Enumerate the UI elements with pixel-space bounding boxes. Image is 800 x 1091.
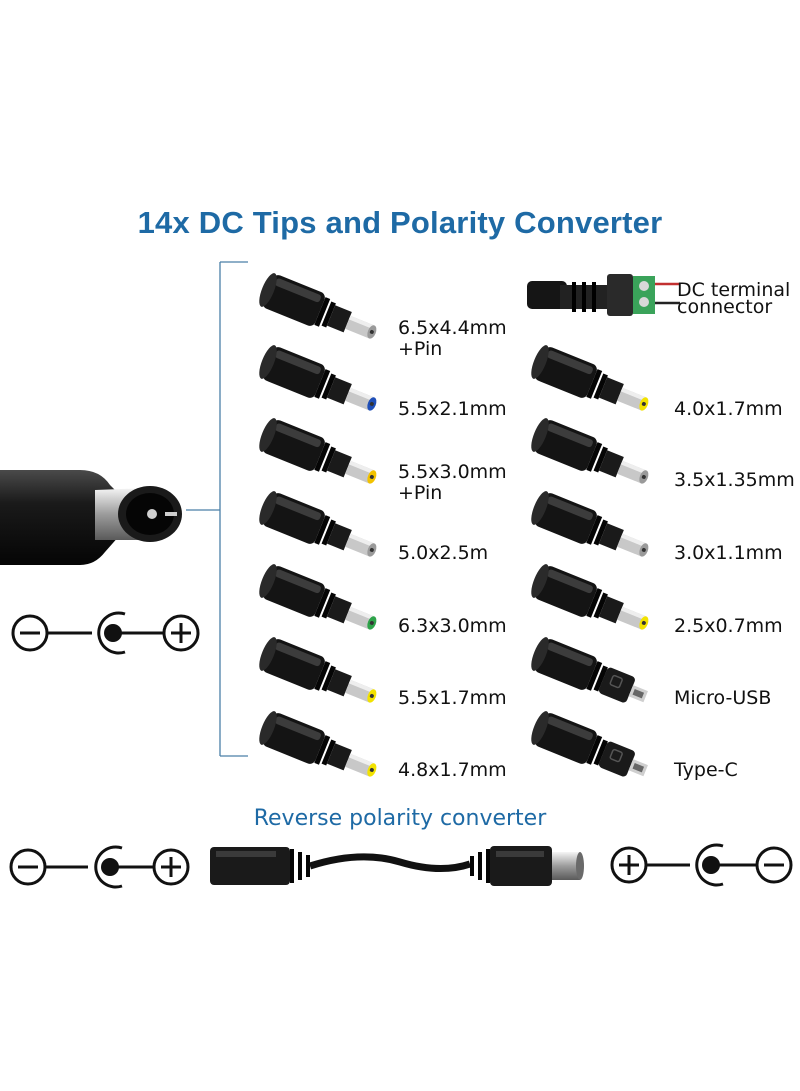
right-tip-2 [531, 418, 649, 484]
left-tip-7 [259, 711, 377, 777]
page-title: 14x DC Tips and Polarity Converter [137, 205, 663, 240]
tip-label-2: 5.5x2.1mm [398, 398, 507, 420]
usb-tip-5 [531, 637, 648, 703]
tip-label-right-5: Micro-USB [674, 687, 772, 709]
right-tip-1 [531, 345, 649, 411]
tip-label-right-3: 3.0x1.1mm [674, 542, 783, 564]
left-tip-2 [259, 345, 377, 411]
tip-label-5: 6.3x3.0mm [398, 615, 507, 637]
left-tip-3 [259, 418, 377, 484]
reverse-polarity-label: Reverse polarity converter [253, 806, 547, 831]
tip-label-right-6: Type-C [674, 759, 738, 781]
tip-label-3: 5.5x3.0mm+Pin [398, 461, 507, 504]
tip-label-4: 5.0x2.5m [398, 542, 489, 564]
tip-label-right-4: 2.5x0.7mm [674, 615, 783, 637]
tip-label-1: 6.5x4.4mm+Pin [398, 317, 507, 360]
left-tip-4 [259, 491, 377, 557]
tip-label-6: 5.5x1.7mm [398, 687, 507, 709]
left-tip-5 [259, 564, 377, 630]
usb-tip-6 [531, 711, 648, 777]
left-tip-6 [259, 637, 377, 703]
left-tip-1 [259, 273, 377, 339]
right-tip-3 [531, 491, 649, 557]
tip-label-right-2: 3.5x1.35mm [674, 469, 795, 491]
tip-label-7: 4.8x1.7mm [398, 759, 507, 781]
right-tip-4 [531, 564, 649, 630]
tip-label-right-1: 4.0x1.7mm [674, 398, 783, 420]
